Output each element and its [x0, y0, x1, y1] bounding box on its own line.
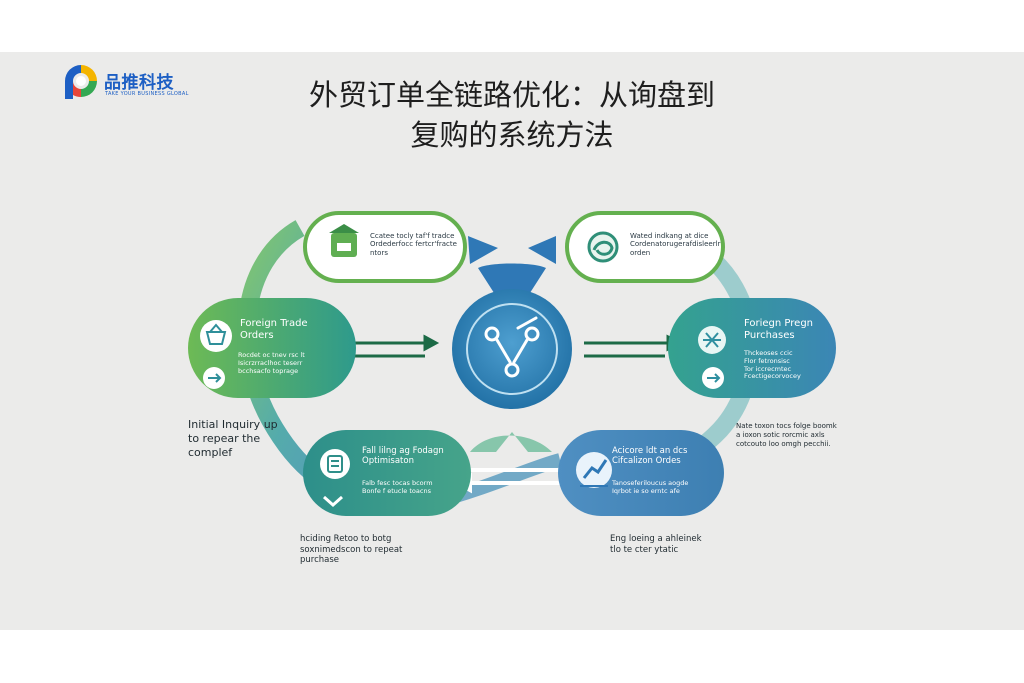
note-bottom-right: Eng loeing a ahleinek tlo te cter ytatic: [610, 534, 702, 555]
card-bottom-right-title-line: Cifcalizon Ordes: [612, 456, 681, 467]
card-left-title: Foreign Trade Orders: [240, 318, 308, 342]
card-bottom-right-line: Tanoseferiloucus aogde: [612, 479, 689, 487]
card-top-right-text: Wated indkang at dice Cordenatorugerafdi…: [630, 232, 720, 257]
card-top-right: [565, 211, 725, 283]
card-bottom-left-title: Fall lilng ag Fodagn Optimisaton: [362, 446, 444, 466]
workflow-icon: [484, 316, 540, 378]
card-left: [188, 298, 356, 398]
page-title-line-1: 外贸订单全链路优化：从询盘到: [308, 78, 715, 112]
card-right-text: Thckeoses ccic Flor fetronsisc Tor iccre…: [744, 349, 801, 381]
card-right: [668, 298, 836, 398]
note-left-line: to repear the: [188, 431, 261, 445]
box-icon: [329, 224, 359, 257]
card-bottom-right-line: Iqrbot ie so erntc afe: [612, 486, 680, 495]
right-double-arrow: [584, 334, 683, 358]
brand-logo-mark: [65, 65, 97, 99]
card-top-left-text: Ccatee tocly taf'f tradce Ordederfocc fe…: [370, 232, 457, 257]
card-left-line: bcchsacfo toprage: [238, 366, 299, 375]
card-left-title-line: Foreign Trade: [240, 318, 308, 329]
card-right-title-line: Purchases: [744, 330, 795, 341]
bottom-funnel: [470, 432, 552, 452]
card-bottom-right: [558, 430, 724, 516]
card-top-left-line: ntors: [370, 248, 388, 257]
card-top-right-line: orden: [630, 248, 651, 257]
card-top-right-line: Wated indkang at dice: [630, 232, 709, 240]
card-bottom-left-text: Falb fesc tocas bcorm Bonfe f etucle toa…: [362, 479, 433, 496]
card-left-line: Isicrzrraclhoc teserr: [238, 358, 303, 367]
card-right-line: Tor iccrecmtec: [744, 364, 792, 373]
top-arrow-left: [468, 236, 498, 264]
note-bottom-left-line: purchase: [300, 555, 340, 566]
chevron-down-icon: [323, 495, 343, 508]
card-bottom-right-title: Acicore ldt an dcs Cifcalizon Ordes: [612, 446, 687, 466]
brand-tagline: TAKE YOUR BUSINESS GLOBAL: [105, 91, 189, 97]
chart-icon: [576, 452, 612, 488]
brand-name: 品推科技: [104, 73, 174, 93]
card-bottom-left-line: Falb fesc tocas bcorm: [362, 479, 433, 487]
arrow-circle-icon: [203, 367, 225, 389]
note-right-line: cotcouto loo omgh pecchii.: [736, 439, 831, 448]
center-circle: [452, 289, 572, 409]
card-left-line: Rocdet oc tnev rsc lt: [238, 351, 305, 359]
card-bottom-right-text: Tanoseferiloucus aogde Iqrbot ie so ernt…: [612, 479, 689, 496]
card-bottom-left-title-line: Fall lilng ag Fodagn: [362, 446, 444, 456]
arrow-circle-icon-right: [702, 367, 724, 389]
center-circle-ring: [466, 303, 558, 395]
card-right-line: Thckeoses ccic: [744, 349, 793, 357]
card-left-text: Rocdet oc tnev rsc lt Isicrzrraclhoc tes…: [238, 351, 305, 375]
note-left-line: Initial Inquiry up: [188, 418, 278, 431]
page-title-line-2: 复购的系统方法: [410, 118, 614, 152]
note-bottom-right-line: tlo te cter ytatic: [610, 544, 679, 555]
card-bottom-left-title-line: Optimisaton: [362, 456, 414, 467]
brand-logo: 品推科技 TAKE YOUR BUSINESS GLOBAL: [62, 62, 202, 106]
card-right-title: Foriegn Pregn Purchases: [744, 318, 813, 342]
network-icon: [698, 326, 726, 354]
note-bottom-right-line: Eng loeing a ahleinek: [610, 534, 702, 544]
card-bottom-left-line: Bonfe f etucle toacns: [362, 486, 431, 495]
card-bottom-left: [303, 430, 471, 516]
card-top-left-line: Ordederfocc fertcr'fracte: [370, 240, 457, 249]
card-top-left-line: Ccatee tocly taf'f tradce: [370, 232, 455, 240]
top-arrow-right: [528, 236, 556, 264]
card-top-right-line: Cordenatorugerafdisleerlr: [630, 240, 721, 249]
note-left: Initial Inquiry up to repear the complef: [188, 418, 278, 459]
handshake-icon: [587, 231, 619, 263]
card-right-title-line: Foriegn Pregn: [744, 318, 814, 329]
card-right-line: Fcectigecorvocey: [744, 372, 801, 381]
note-bottom-left-line: soxnimedscon to repeat: [300, 544, 403, 555]
note-bottom-left: hciding Retoo to botg soxnimedscon to re…: [300, 534, 402, 566]
card-right-line: Flor fetronsisc: [744, 356, 790, 365]
note-left-line: complef: [188, 445, 233, 459]
note-bottom-left-line: hciding Retoo to botg: [300, 534, 392, 544]
card-left-title-line: Orders: [240, 330, 274, 341]
note-right-line: Nate toxon tocs folge boomk: [736, 422, 837, 430]
top-funnel: [478, 263, 546, 296]
note-right: Nate toxon tocs folge boomk a ioxon soti…: [736, 422, 837, 448]
gift-box-icon: [200, 320, 232, 352]
card-bottom-right-title-line: Acicore ldt an dcs: [612, 446, 688, 456]
note-right-line: a ioxon sotic rorcmic axls: [736, 430, 825, 439]
document-icon: [320, 449, 350, 479]
